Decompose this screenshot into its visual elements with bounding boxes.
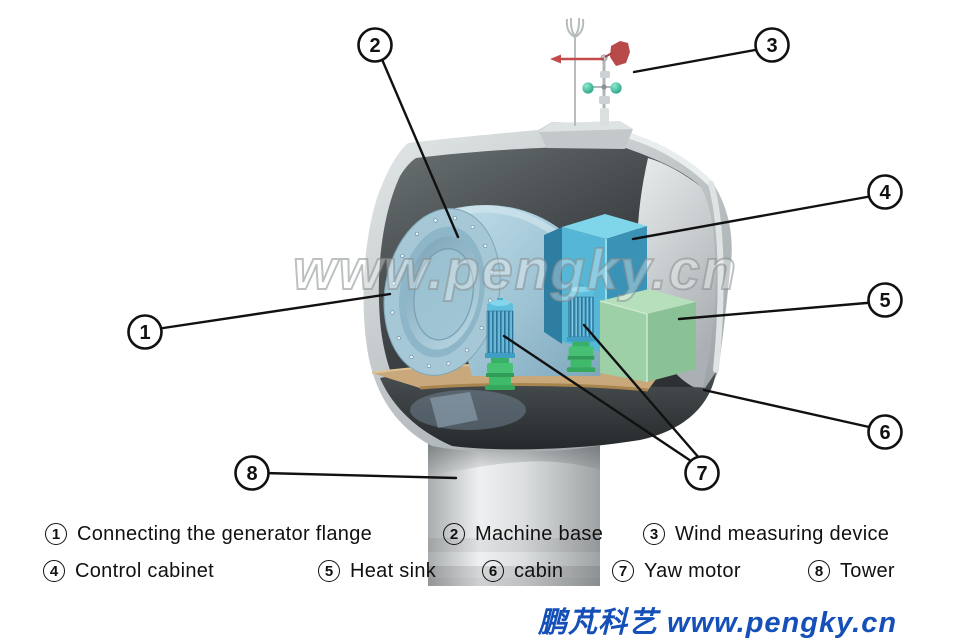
anemometer-icon [582, 82, 622, 94]
svg-text:8: 8 [246, 463, 257, 485]
callout-3: 3 [754, 27, 790, 63]
callout-8: 8 [234, 455, 270, 491]
svg-text:7: 7 [696, 463, 707, 485]
callout-5: 5 [867, 282, 903, 318]
generator-flange [383, 208, 501, 376]
site-brand-text: 鹏芃科艺 www.pengky.cn [538, 607, 898, 639]
svg-text:5: 5 [879, 290, 890, 312]
svg-text:4: 4 [879, 182, 891, 204]
callout-1: 1 [127, 314, 163, 350]
callout-lines [148, 46, 880, 480]
wind-measuring-device [550, 17, 630, 126]
lightning-rod-icon [565, 17, 585, 126]
flange-bolt-holes [390, 216, 494, 368]
callout-2: 2 [357, 27, 393, 63]
yaw-motor-1 [485, 298, 515, 390]
mast-pedestal [539, 121, 633, 149]
wind-arrow-icon [550, 54, 604, 64]
callouts: 1 2 3 4 5 6 7 [127, 27, 903, 491]
callout-4: 4 [867, 174, 903, 210]
wind-vane-icon [610, 41, 630, 66]
callout-7: 7 [684, 455, 720, 491]
svg-text:6: 6 [879, 422, 890, 444]
callout-6: 6 [867, 414, 903, 450]
svg-text:1: 1 [139, 322, 150, 344]
watermark: www.pengky.cn [293, 238, 738, 302]
svg-text:3: 3 [766, 35, 777, 57]
yaw-motor-2 [566, 284, 596, 373]
heat-sink [599, 289, 696, 382]
svg-text:2: 2 [369, 35, 380, 57]
